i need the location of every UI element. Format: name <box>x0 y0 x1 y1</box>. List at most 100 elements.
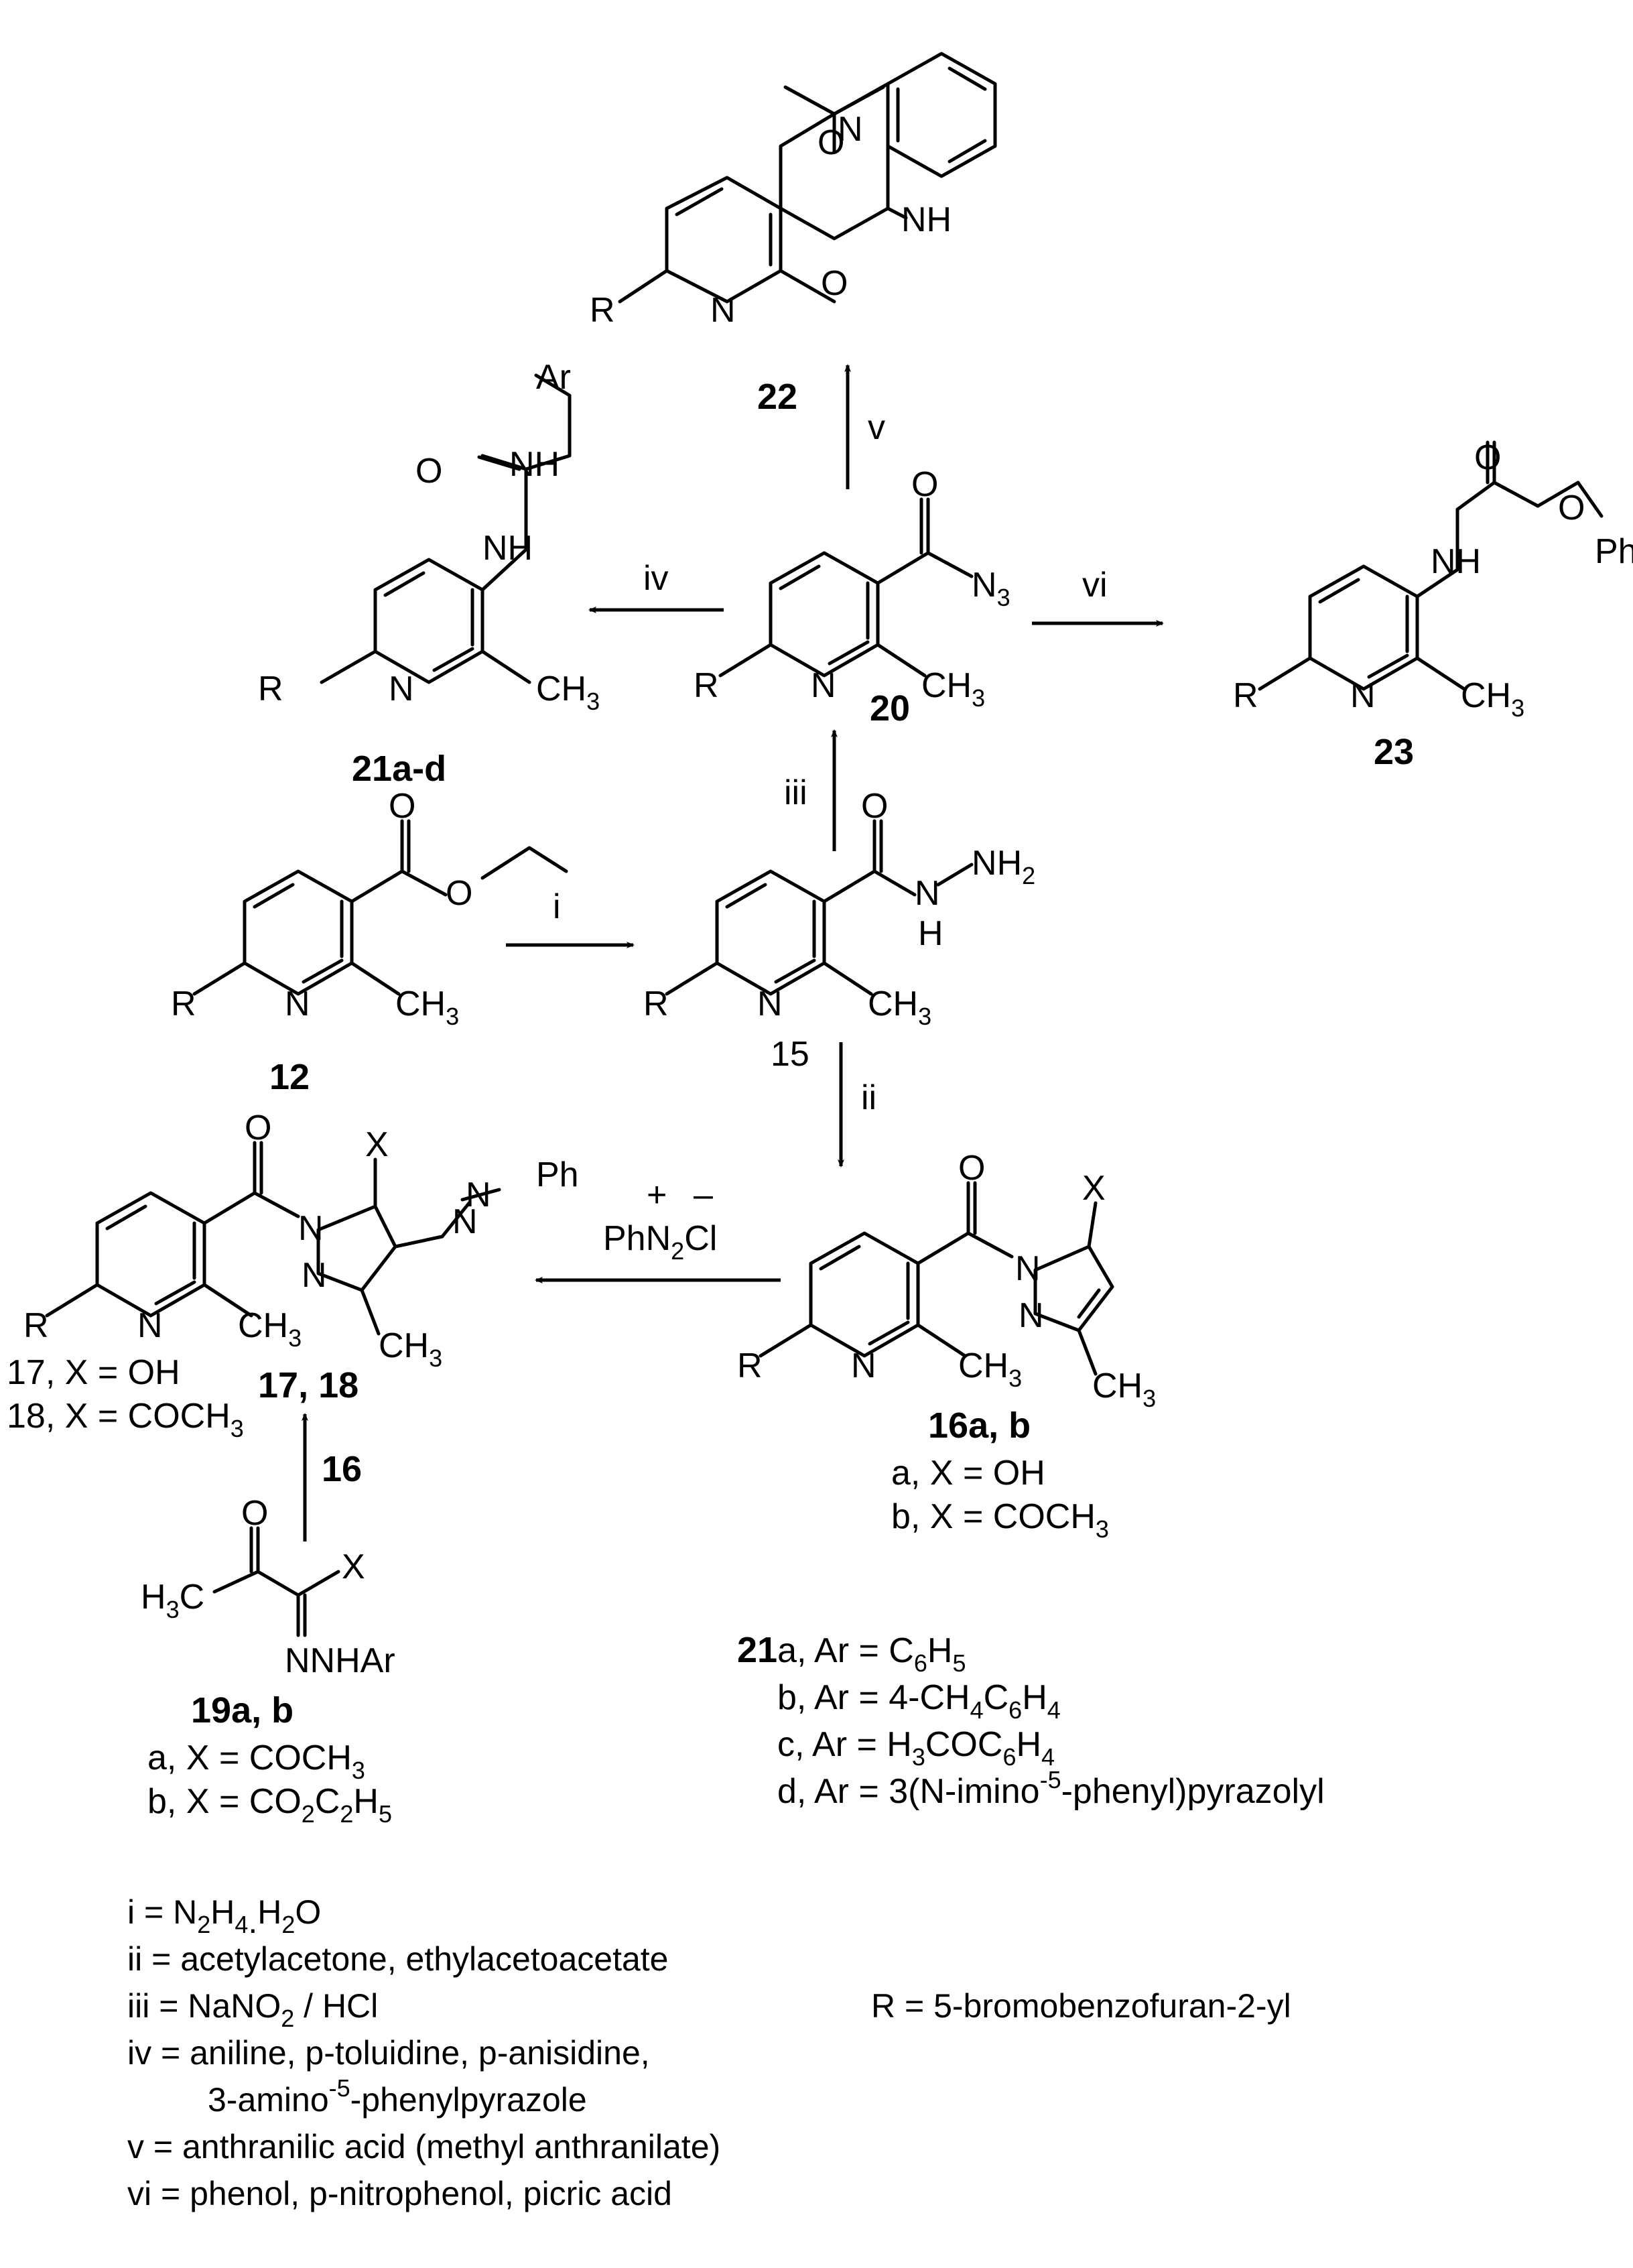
charge-minus: – <box>694 1176 713 1214</box>
legend-line-iv: iv = aniline, p-toluidine, p-anisidine, <box>127 2034 650 2072</box>
atom-label: N <box>389 670 414 708</box>
reaction-step-label: iv <box>643 559 669 598</box>
atom-label: N <box>915 874 940 913</box>
atom-label: X <box>365 1125 389 1164</box>
atom-label: R <box>23 1306 49 1345</box>
atom-label: CH3 <box>395 985 459 1030</box>
reaction-step-label: vi <box>1082 566 1108 605</box>
reaction-step-label: iii <box>784 773 807 812</box>
atom-label: R <box>643 985 669 1023</box>
atom-label: Ph <box>536 1155 579 1194</box>
atom-label: N <box>452 1202 478 1241</box>
atom-label: X <box>1082 1169 1106 1208</box>
atom-label: O <box>818 123 844 162</box>
atom-label: Ph <box>1595 532 1633 571</box>
compound-number: 17, 18 <box>258 1365 358 1405</box>
atom-label: N <box>838 110 863 149</box>
atom-label: CH3 <box>379 1326 442 1372</box>
compound-17-18-structure <box>45 1141 501 1336</box>
reaction-step-label: v <box>868 408 885 447</box>
reaction-step-label: i <box>553 887 561 926</box>
atom-label: N <box>1019 1296 1044 1335</box>
atom-label: NNHAr <box>285 1641 395 1680</box>
compound-definition: a, X = COCH3 <box>147 1739 365 1784</box>
atom-label: N <box>1350 676 1376 715</box>
atom-label: N <box>302 1256 327 1295</box>
legend-line-iv-cont: 3-amino-5-phenylpyrazole <box>208 2074 587 2119</box>
compound-16-structure <box>759 1181 1114 1376</box>
compound-number: 15 <box>771 1035 809 1074</box>
atom-label: N <box>298 1209 324 1248</box>
atom-label: CH3 <box>958 1346 1022 1392</box>
atom-label: CH3 <box>1092 1367 1156 1412</box>
compound-20-structure <box>718 497 974 678</box>
atom-label: X <box>342 1548 365 1586</box>
compound-definition: 18, X = COCH3 <box>7 1397 244 1442</box>
atom-label: Ar <box>536 358 571 397</box>
substituent-21c: c, Ar = H3COC6H4 <box>777 1725 1055 1771</box>
atom-label: R <box>590 291 615 330</box>
atom-label: NH <box>901 200 952 239</box>
atom-label: N <box>285 985 310 1023</box>
atom-label: N <box>811 666 836 705</box>
atom-label: N <box>1015 1249 1041 1288</box>
atom-label: R <box>737 1346 763 1385</box>
legend-line-iii: iii = NaNO2 / HCl <box>127 1987 378 2032</box>
atom-label: O <box>861 787 888 826</box>
atom-label: N <box>137 1306 163 1345</box>
atom-label: N <box>466 1176 491 1214</box>
reagent-legend: i = N2H4.H2O ii = acetylacetone, ethylac… <box>127 1893 1291 2212</box>
compound-number: 20 <box>870 688 910 729</box>
compound-23-structure <box>1258 440 1604 691</box>
compound-number: 16a, b <box>928 1405 1031 1446</box>
atom-label: CH3 <box>921 666 985 712</box>
compound-number: 22 <box>757 377 797 417</box>
atom-label: R <box>1233 676 1258 715</box>
atom-label: NH <box>1431 542 1481 581</box>
substituent-21b: b, Ar = 4-CH4C6H4 <box>777 1678 1061 1724</box>
substituent-21a: 21a, Ar = C6H5 <box>737 1630 966 1677</box>
atom-label: R <box>171 985 196 1023</box>
atom-label: CH3 <box>536 670 600 715</box>
compound-21-structure <box>320 373 572 684</box>
atom-label: N3 <box>972 566 1010 611</box>
atom-label: N <box>851 1346 876 1385</box>
compound-definition: b, X = COCH3 <box>891 1497 1109 1543</box>
legend-line-vi: vi = phenol, p-nitrophenol, picric acid <box>127 2175 672 2212</box>
compound-22-structure <box>618 52 997 304</box>
atom-label: NH <box>482 529 533 568</box>
atom-label: O <box>245 1109 271 1147</box>
compound-number: 23 <box>1374 732 1414 772</box>
atom-label: O <box>241 1494 268 1533</box>
atom-label: NH2 <box>972 844 1035 889</box>
reagent-label: PhN2Cl <box>603 1219 717 1265</box>
compound-definition: 17, X = OH <box>7 1353 180 1392</box>
atom-label: O <box>415 452 442 491</box>
compound-definition: b, X = CO2C2H5 <box>147 1782 392 1828</box>
atom-label: O <box>911 465 938 504</box>
compound-definition: a, X = OH <box>891 1454 1045 1493</box>
atom-label: O <box>446 874 472 913</box>
compound-12-structure <box>192 819 568 996</box>
atom-label: R <box>258 670 283 708</box>
atom-label: R <box>694 666 719 705</box>
compound-19-structure <box>212 1526 340 1637</box>
compound-number: 19a, b <box>191 1690 293 1730</box>
atom-label: CH3 <box>238 1306 302 1352</box>
compound-number: 21a-d <box>352 749 446 789</box>
atom-label: N <box>710 291 736 330</box>
atom-label: H <box>918 914 943 953</box>
legend-line-v: v = anthranilic acid (methyl anthranilat… <box>127 2128 720 2165</box>
atom-label: NH <box>509 445 560 484</box>
reaction-step-label: ii <box>861 1078 876 1117</box>
atom-label: O <box>1474 438 1501 477</box>
atom-label: CH3 <box>1461 676 1524 722</box>
reagent-label: 16 <box>322 1449 362 1489</box>
compound-15-structure <box>665 819 974 996</box>
atom-label: O <box>389 787 415 826</box>
atom-label: CH3 <box>868 985 931 1030</box>
substituent-21d: d, Ar = 3(N-imino-5-phenyl)pyrazolyl <box>777 1766 1325 1811</box>
legend-line-i: i = N2H4.H2O <box>127 1893 321 1940</box>
atom-label: N <box>757 985 783 1023</box>
